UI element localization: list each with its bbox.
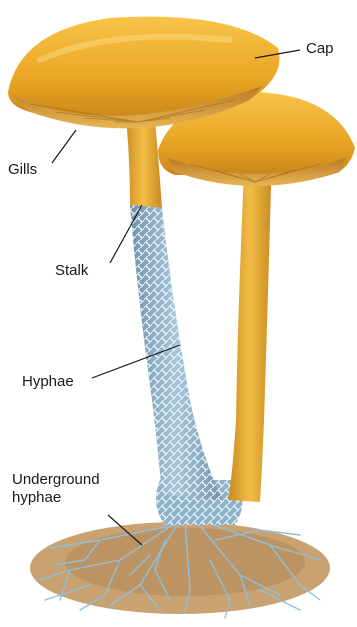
right-stalk [228,150,272,502]
gills-leader [52,130,76,163]
hyphae-stalk [130,205,222,500]
underground-hyphae-label: Underground hyphae [12,471,100,507]
hyphae-label: Hyphae [22,373,74,391]
soil [30,522,330,614]
gills-label: Gills [8,161,37,179]
cap-label: Cap [306,40,334,58]
stalk-label: Stalk [55,262,88,280]
